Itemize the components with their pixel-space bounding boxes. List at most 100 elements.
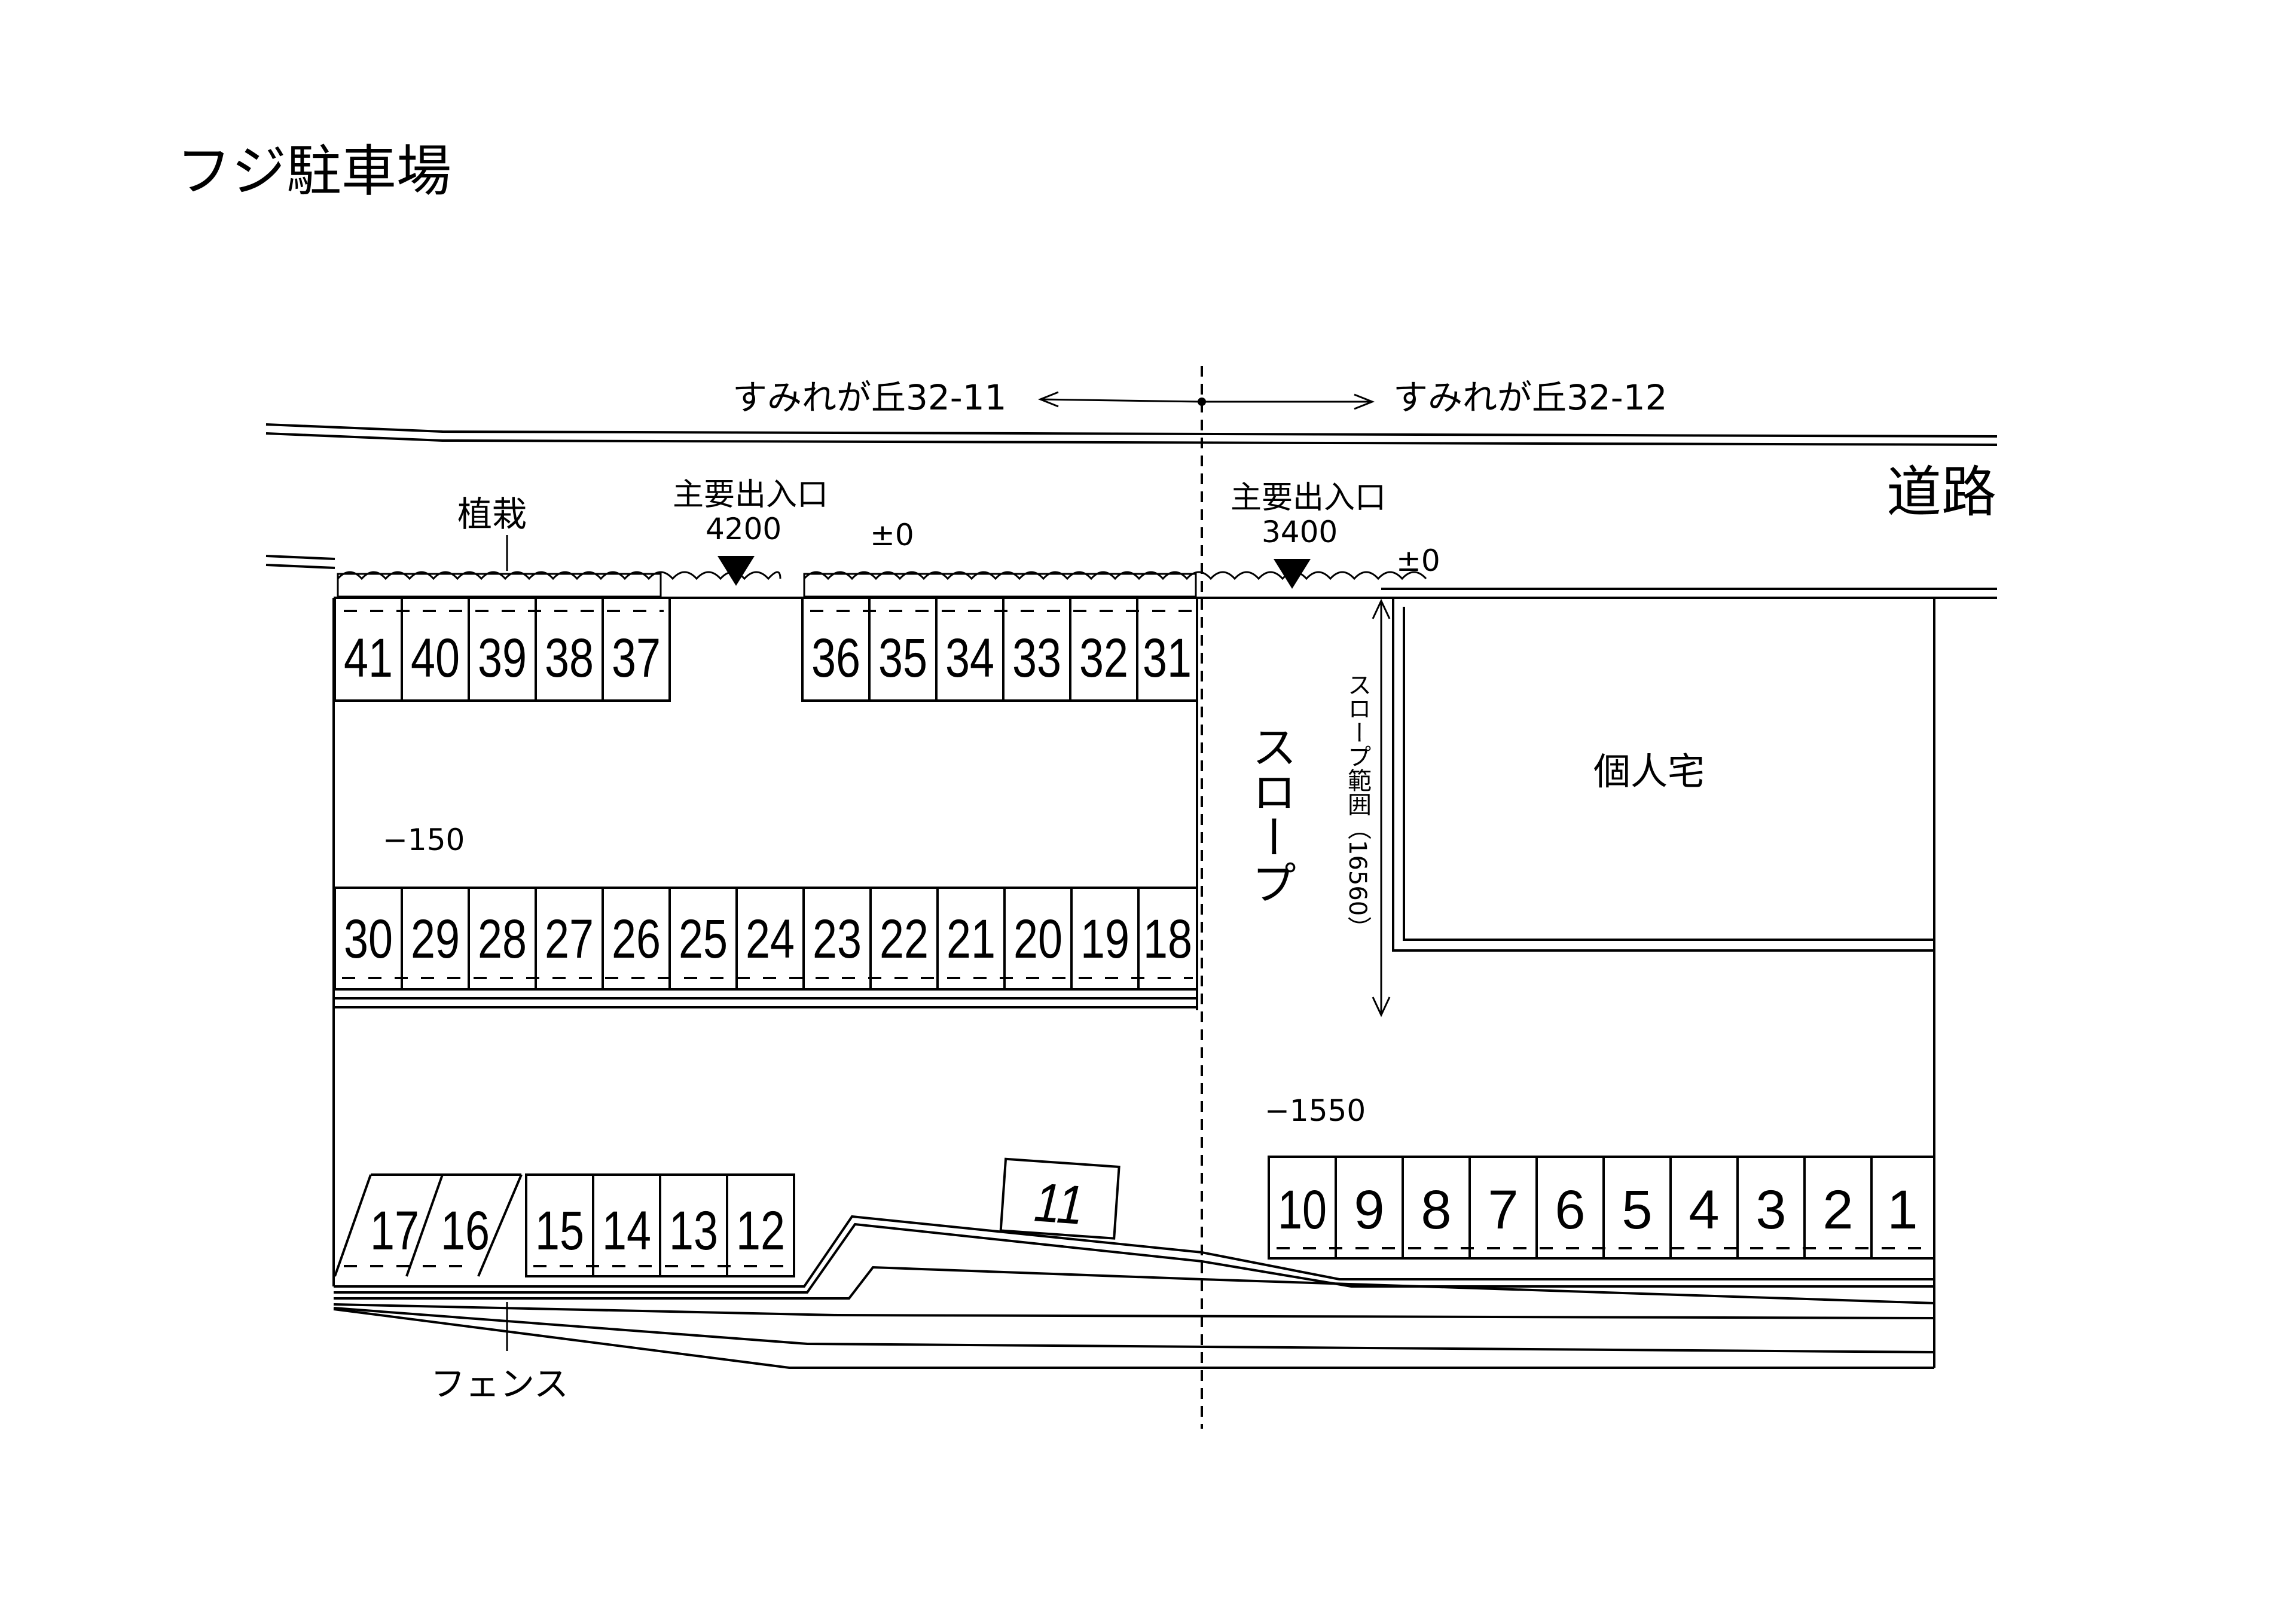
- stall-number: 38: [545, 628, 594, 689]
- stall-number: 20: [1013, 909, 1062, 970]
- stall-number: 40: [411, 628, 460, 689]
- parking-stall: [1602, 1156, 1672, 1260]
- stall-number: 8: [1421, 1179, 1451, 1240]
- entrance-left-width: 4200: [706, 512, 781, 546]
- stall-number: 39: [478, 628, 527, 689]
- entrance-left-label: 主要出入口: [673, 477, 828, 513]
- parking-stall: [592, 1173, 661, 1277]
- stall-number: 23: [813, 909, 862, 970]
- stall-number: 11: [1033, 1172, 1086, 1236]
- stall-number: 34: [945, 628, 994, 689]
- parking-stall: [602, 887, 671, 991]
- parking-stall: [1468, 1156, 1538, 1260]
- stall-number: 4: [1689, 1179, 1719, 1240]
- stall-number: 27: [545, 909, 594, 970]
- stall-number: 31: [1143, 628, 1192, 689]
- planting-label: 植栽: [457, 494, 527, 534]
- parking-stall: [1870, 1156, 1935, 1260]
- stall-number: 25: [679, 909, 728, 970]
- stall-number: 15: [535, 1200, 584, 1261]
- stall-number: 14: [602, 1200, 651, 1261]
- fence-label: フェンス: [430, 1364, 569, 1404]
- parking-stall: [668, 887, 738, 991]
- stall-number: 33: [1012, 628, 1061, 689]
- parking-stall: [935, 597, 1004, 702]
- parking-stall: [1335, 1156, 1404, 1260]
- stall-number: 17: [370, 1200, 419, 1261]
- stall-number: 29: [411, 909, 460, 970]
- stall-number: 22: [880, 909, 929, 970]
- stall-number: 6: [1555, 1179, 1585, 1240]
- planting-strip-left: [337, 571, 781, 580]
- entrance-right-marker-icon: [1274, 559, 1311, 589]
- level-zero-left: ±0: [870, 518, 914, 552]
- parking-stall: [525, 1173, 594, 1277]
- stall-row-bottom-right: 10 9 8 7 6 5 4 3 2 1: [1268, 1156, 1935, 1260]
- stall-single: 11: [999, 1157, 1120, 1240]
- road-label: 道路: [1886, 460, 1996, 524]
- parking-stall: [535, 887, 604, 991]
- lot-label-left: すみれが丘32-11: [732, 377, 1007, 418]
- parking-stall: [1268, 1156, 1337, 1260]
- parking-stall: [802, 887, 872, 991]
- parking-stall: [1003, 887, 1073, 991]
- stall-number: 16: [441, 1200, 490, 1261]
- parking-stall: [868, 597, 938, 702]
- parking-stall: [1136, 597, 1198, 702]
- fence-line: [333, 1215, 1935, 1369]
- stall-number: 37: [612, 628, 661, 689]
- parking-stall: [602, 597, 671, 702]
- slope-label: スロープ: [1244, 723, 1297, 905]
- parking-stall: [801, 597, 871, 702]
- parking-stall: [1535, 1156, 1605, 1260]
- page-title: フジ駐車場: [176, 139, 451, 203]
- parking-stall: [726, 1173, 795, 1277]
- stall-number: 24: [746, 909, 795, 970]
- stall-number: 12: [736, 1200, 785, 1261]
- stall-number: 30: [344, 909, 393, 970]
- stall-number: 21: [947, 909, 996, 970]
- entrance-right-width: 3400: [1262, 515, 1338, 549]
- stall-number: 36: [811, 628, 860, 689]
- parking-stall: [1070, 887, 1140, 991]
- parking-stall: [735, 887, 805, 991]
- stall-number: 41: [344, 628, 393, 689]
- parking-stall: [1669, 1156, 1739, 1260]
- stall-number: 26: [612, 909, 661, 970]
- slope-range-label: スロープ範囲（16560）: [1344, 673, 1372, 940]
- stall-number: 2: [1822, 1179, 1853, 1240]
- parking-stall: [334, 597, 403, 702]
- entrance-right-label: 主要出入口: [1231, 480, 1386, 516]
- lot-label-right: すみれが丘32-12: [1393, 377, 1668, 418]
- stall-row-middle: 30 29 28 27 26 25 24 23 22 21 20 19 18: [334, 887, 1198, 991]
- stall-row-bottom-left: 15 14 13 12: [525, 1173, 795, 1277]
- parking-stall: [1803, 1156, 1873, 1260]
- level-minus-150: −150: [383, 823, 465, 857]
- stall-row-bottom-left-angled: 17 16: [334, 1173, 523, 1277]
- stall-number: 18: [1143, 909, 1192, 970]
- parking-stall: [1137, 887, 1198, 991]
- stall-number: 10: [1278, 1179, 1327, 1240]
- parking-stall: [869, 887, 939, 991]
- stall-number: 7: [1488, 1179, 1518, 1240]
- stall-row-top-right: 36 35 34 33 32 31: [801, 597, 1198, 702]
- entrance-left-marker-icon: [718, 556, 755, 586]
- stall-number: 1: [1887, 1179, 1918, 1240]
- stall-number: 9: [1354, 1179, 1384, 1240]
- parking-stall: [468, 597, 537, 702]
- stall-number: 19: [1080, 909, 1129, 970]
- parking-stall: [659, 1173, 728, 1277]
- parking-stall: [401, 887, 470, 991]
- stall-number: 3: [1755, 1179, 1786, 1240]
- parking-stall: [468, 887, 537, 991]
- stall-number: 35: [878, 628, 927, 689]
- lot-boundary-arrows: [1037, 391, 1375, 410]
- stall-number: 13: [669, 1200, 718, 1261]
- stall-row-top-left: 41 40 39 38 37: [334, 597, 671, 702]
- slope-range-arrow: [1372, 598, 1391, 1017]
- stall-number: 32: [1079, 628, 1128, 689]
- stall-number: 28: [478, 909, 527, 970]
- stall-number: 5: [1622, 1179, 1652, 1240]
- level-minus-1550: −1550: [1265, 1093, 1366, 1128]
